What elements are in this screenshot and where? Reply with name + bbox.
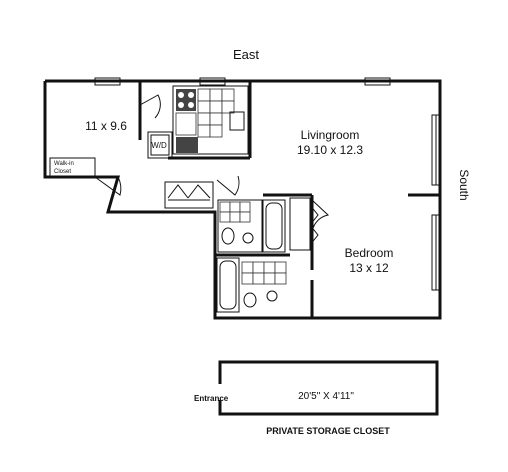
living-room-dims: 19.10 x 12.3 [297,143,363,157]
bathroom-lower [216,257,287,313]
washer-dryer [147,131,173,159]
bedroom-name: Bedroom [345,246,394,260]
east-label: East [233,47,259,62]
exterior-walls [43,79,442,320]
storage-caption: PRIVATE STORAGE CLOSET [266,426,390,436]
small-room-dims: 11 x 9.6 [85,119,127,133]
walkin-closet-label-line2: Closet [54,169,71,175]
washer-dryer-label: W/D [151,141,167,150]
living-room-name: Livingroom [301,128,360,142]
closets [49,157,319,251]
walkin-closet-label-line1: Walk-in [54,161,74,167]
windows [94,77,441,291]
entrance-label: Entrance [194,394,229,403]
bedroom-dims: 13 x 12 [349,261,389,275]
door-swings [94,94,330,236]
south-label: South [457,169,471,200]
storage-closet [218,360,439,416]
storage-dims: 20'5" X 4'11" [298,391,354,402]
kitchen [172,85,249,155]
bathroom-upper [217,199,286,253]
